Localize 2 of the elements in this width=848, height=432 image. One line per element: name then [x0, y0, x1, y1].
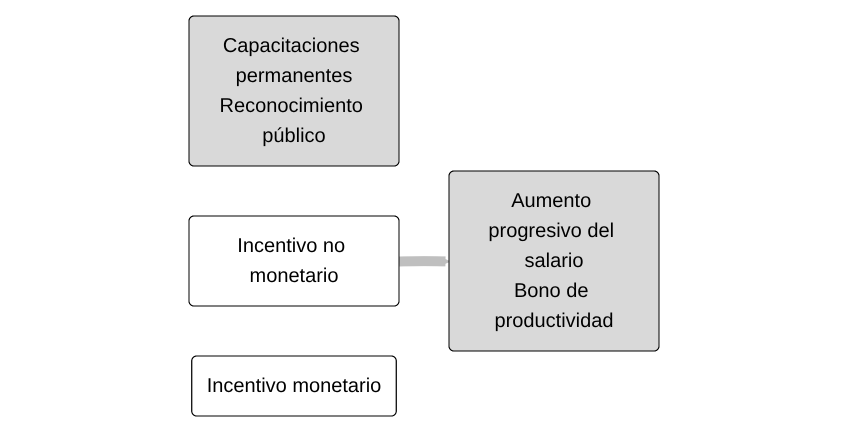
- node-text: Incentivo no monetario: [237, 235, 346, 287]
- arrow: [398, 256, 450, 266]
